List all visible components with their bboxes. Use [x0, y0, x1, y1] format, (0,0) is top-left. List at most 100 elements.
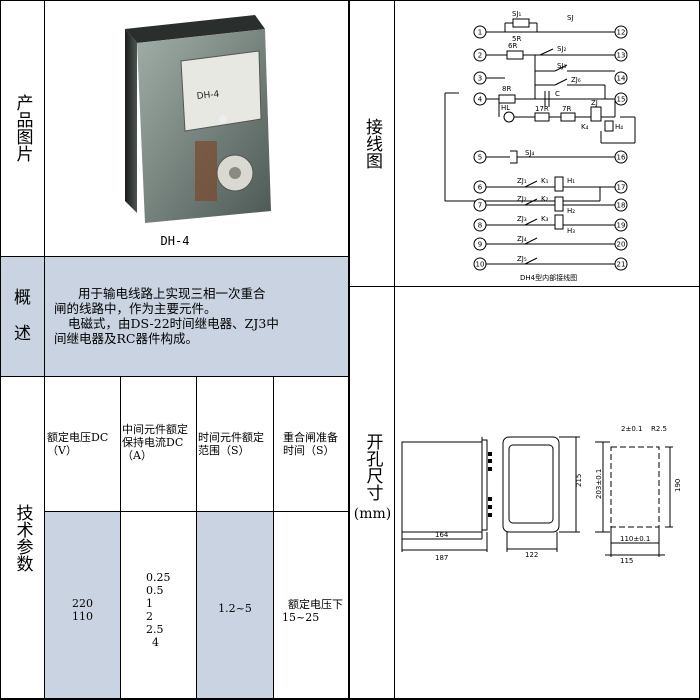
label-7r: 7R [562, 105, 571, 113]
terminal [473, 257, 487, 271]
time-range-value: 1.2~5 [218, 602, 252, 615]
terminal-number: 7 [478, 202, 482, 210]
product-image-cell: DH-4 DH-4 [45, 1, 348, 256]
dim-187: 187 [435, 554, 448, 562]
summary-line-1: 用于输电线路上实现三相一次重合 [78, 286, 266, 301]
current-value: 4 [152, 636, 159, 649]
terminal-number: 3 [478, 75, 482, 83]
current-value: 0.5 [146, 584, 164, 597]
terminal-number: 10 [476, 261, 485, 269]
summary-label-cell [1, 257, 44, 376]
label-zj1: ZJ₁ [517, 177, 527, 185]
terminal-number: 6 [478, 184, 483, 192]
voltage-value-cell [45, 512, 120, 698]
label-zj5: ZJ₅ [517, 255, 527, 263]
terminal-number: 5 [478, 154, 482, 162]
terminal [473, 48, 487, 62]
terminal [614, 150, 628, 164]
terminal-number: 2 [478, 52, 482, 60]
summary-line-2: 闸的线路中，作为主要元件。 [54, 301, 217, 316]
terminal-number: 21 [617, 261, 626, 269]
terminal-number: 15 [617, 96, 626, 104]
header-time-range: 时间元件额定范围（S） [198, 431, 264, 457]
terminal-number: 17 [617, 184, 626, 192]
summary-text: 用于输电线路上实现三相一次重合 闸的线路中，作为主要元件。 电磁式，由DS-22… [54, 286, 344, 346]
product-model: DH-4 [160, 234, 190, 248]
current-value: 2 [146, 610, 153, 623]
label-5r: 5R [512, 35, 521, 43]
ready-condition: 额定电压下 [288, 598, 343, 611]
dim-164: 164 [435, 531, 449, 539]
label-zj6: ZJ₆ [571, 76, 581, 84]
terminal [614, 237, 628, 251]
label-zj: ZJ [591, 99, 598, 107]
label-sj: SJ [567, 14, 574, 22]
label-k3: K₃ [541, 215, 549, 223]
terminal [614, 198, 628, 212]
label-k2: K₂ [541, 195, 549, 203]
summary-line-3: 电磁式，由DS-22时间继电器、ZJ3中 [68, 316, 279, 331]
summary-line-4: 间继电器及RC器件构成。 [54, 331, 198, 346]
dim-r25: R2.5 [651, 425, 667, 433]
label-sj2: SJ₂ [557, 45, 567, 53]
relay-photo: DH-4 [125, 15, 271, 223]
terminal [614, 180, 628, 194]
terminal [614, 71, 628, 85]
label-h3: H₃ [567, 227, 575, 235]
terminal [473, 71, 487, 85]
terminal-number: 12 [617, 29, 626, 37]
voltage-values: 220 110 [45, 597, 120, 623]
voltage-220: 220 [72, 597, 93, 610]
summary-label-2: 述 [14, 324, 31, 344]
terminal [614, 257, 628, 271]
dim-2: 2±0.1 [621, 425, 642, 433]
terminal [473, 25, 487, 39]
dim-190: 190 [674, 479, 682, 492]
summary-label: 概 述 [1, 268, 44, 364]
time-range-value-cell [197, 512, 273, 698]
label-zj2: ZJ₂ [517, 195, 527, 203]
cutout-label-cell: 开孔尺寸 (mm) [351, 433, 394, 525]
terminal-number: 13 [617, 52, 626, 60]
voltage-110: 110 [72, 610, 93, 623]
dim-115: 115 [620, 557, 633, 565]
tech-params-label: 技术参数 [12, 503, 33, 572]
terminal-number: 19 [617, 222, 626, 230]
terminal [473, 180, 487, 194]
terminal [473, 237, 487, 251]
dim-215: 215 [575, 474, 583, 487]
dim-203: 203±0.1 [595, 469, 603, 499]
terminal [614, 25, 628, 39]
terminal-number: 4 [478, 96, 483, 104]
wiring-diagram-label: 接线图 [362, 117, 382, 169]
terminal [473, 92, 487, 106]
header-ready-time: 重合闸准备时间（S） [283, 431, 338, 457]
terminal [473, 150, 487, 164]
terminal [614, 48, 628, 62]
terminal-number: 1 [478, 29, 482, 37]
label-sj3: SJ₃ [557, 62, 567, 70]
ready-time-values: 额定电压下 15~25 [282, 598, 348, 624]
summary-text-cell [45, 257, 348, 376]
header-current: 中间元件额定保持电流DC（A） [122, 423, 188, 462]
product-image-label: 产品图片 [12, 94, 33, 162]
label-sj4: SJ₄ [525, 149, 535, 157]
label-h1: H₁ [567, 177, 575, 185]
dim-110: 110±0.1 [620, 535, 650, 543]
label-zj4: ZJ₄ [517, 235, 527, 243]
terminal [473, 198, 487, 212]
terminal-number: 18 [617, 202, 626, 210]
header-voltage: 额定电压DC（V） [47, 431, 109, 457]
cutout-label: 开孔尺寸 [362, 433, 383, 501]
label-zj3: ZJ₃ [517, 215, 527, 223]
relay-nameplate-text: DH-4 [196, 90, 220, 102]
current-values: 0.25 0.5 1 2 2.5 4 [146, 571, 186, 649]
label-h4: H₄ [615, 123, 623, 131]
label-sj1: SJ₁ [512, 10, 522, 18]
wiring-caption: DH4型内部接线图 [520, 273, 577, 282]
cutout-drawing: 164 187 122 215 203±0.1 190 110±0.1 115 … [401, 425, 682, 565]
label-k1: K₁ [541, 177, 549, 185]
label-6r: 6R [508, 42, 517, 50]
